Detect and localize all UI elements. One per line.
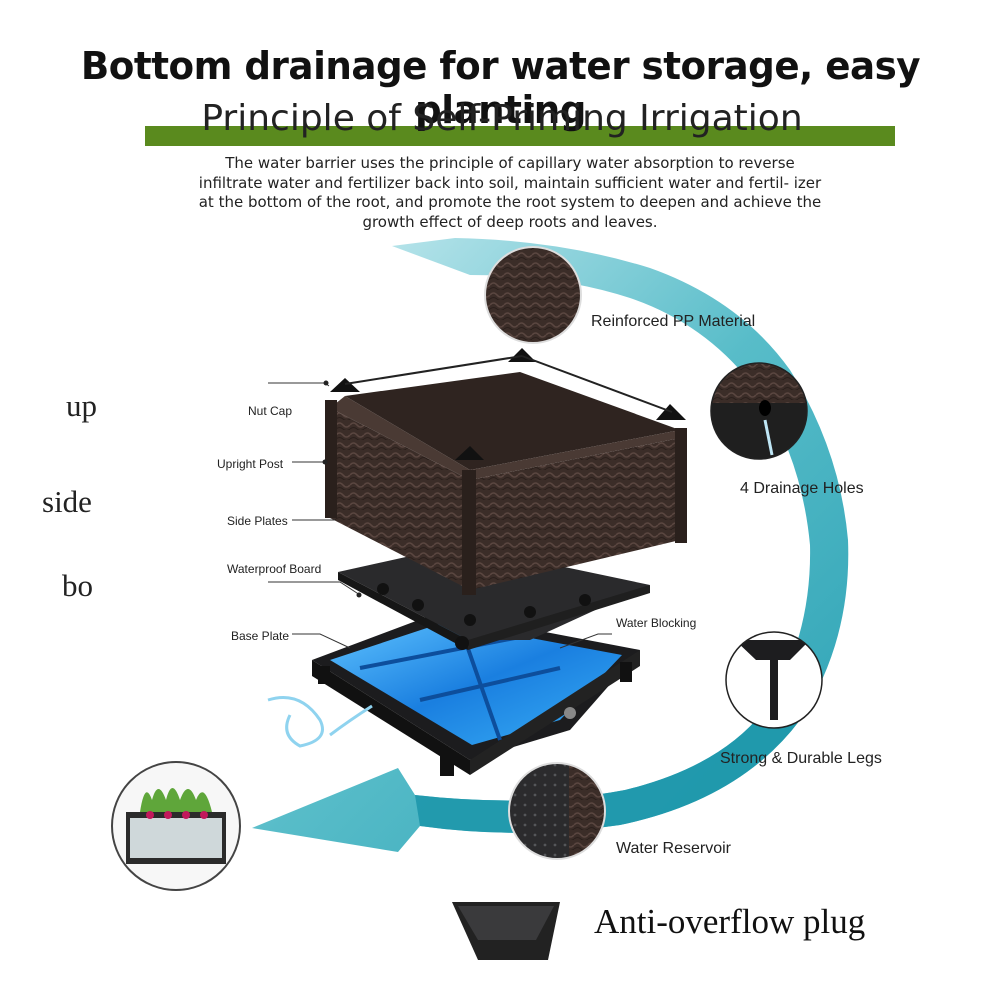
label-waterproof-board: Waterproof Board bbox=[227, 562, 322, 576]
legs-closeup bbox=[725, 631, 823, 729]
rattan-planter-box bbox=[325, 348, 687, 595]
callout-lines bbox=[268, 382, 612, 649]
circulation-arrow bbox=[252, 238, 849, 852]
feature-drainage-holes: 4 Drainage Holes bbox=[740, 480, 864, 497]
anti-overflow-plug-corner bbox=[452, 902, 560, 960]
headline: Bottom drainage for water storage, easy … bbox=[80, 44, 921, 132]
side-word-1: up bbox=[66, 388, 97, 423]
side-word-2: side bbox=[42, 484, 92, 519]
pp-material-closeup bbox=[484, 246, 582, 344]
anti-overflow-plug-label: Anti-overflow plug bbox=[594, 902, 866, 941]
base-plate bbox=[267, 612, 640, 776]
waterproof-board bbox=[338, 545, 650, 650]
label-water-blocking: Water Blocking bbox=[616, 616, 697, 630]
label-upright-post: Upright Post bbox=[217, 457, 284, 471]
label-side-plates: Side Plates bbox=[227, 514, 288, 528]
label-nut-cap: Nut Cap bbox=[248, 404, 293, 418]
side-word-3: bo bbox=[62, 568, 93, 603]
plants-closeup bbox=[111, 761, 241, 891]
feature-durable-legs: Strong & Durable Legs bbox=[720, 750, 882, 767]
feature-water-reservoir: Water Reservoir bbox=[616, 840, 731, 857]
subtitle: Principle of Self-Priming Irrigation bbox=[201, 98, 803, 139]
green-underline-bar bbox=[145, 126, 895, 146]
label-base-plate: Base Plate bbox=[231, 629, 290, 643]
water-reservoir-closeup bbox=[508, 762, 606, 860]
feature-reinforced-pp: Reinforced PP Material bbox=[591, 313, 756, 330]
description-text: The water barrier uses the principle of … bbox=[198, 154, 822, 231]
